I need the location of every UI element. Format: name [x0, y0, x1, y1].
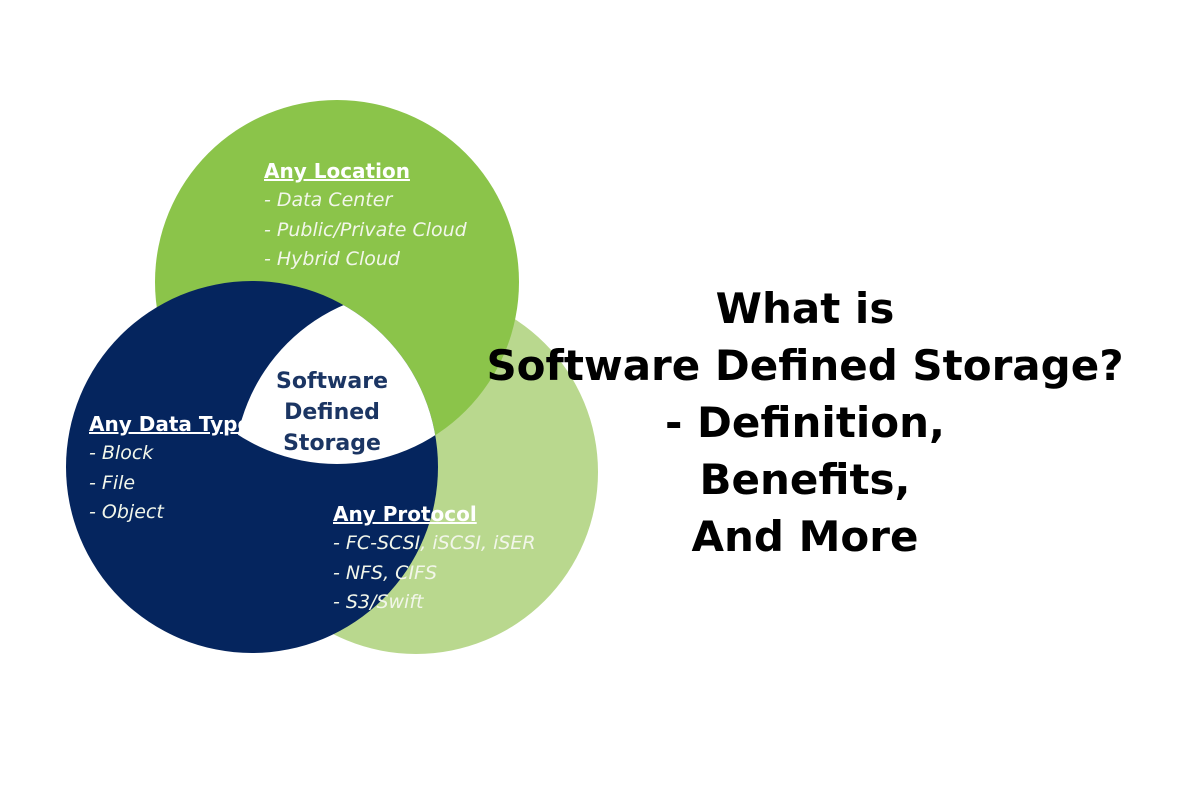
location-item: - Hybrid Cloud: [264, 248, 400, 270]
location-heading: Any Location: [264, 159, 410, 183]
location-item: - Public/Private Cloud: [264, 218, 467, 241]
headline-line: Benefits,: [699, 455, 911, 504]
headline-line: And More: [691, 512, 919, 561]
center-label-line: Defined: [284, 400, 380, 425]
data-type-item: - Object: [89, 501, 164, 523]
location-block: Any Location - Data Center - Public/Priv…: [264, 158, 467, 275]
protocol-item: - S3/Swift: [333, 591, 424, 613]
data-type-item: - File: [89, 471, 136, 494]
data-type-heading: Any Data Type: [89, 412, 252, 436]
location-item: - Data Center: [264, 189, 393, 211]
center-label-line: Software: [276, 369, 388, 394]
article-headline: What is Software Defined Storage? - Defi…: [470, 280, 1140, 565]
data-type-item: - Block: [89, 442, 154, 464]
headline-line: Software Defined Storage?: [486, 341, 1124, 390]
protocol-heading: Any Protocol: [333, 502, 477, 526]
center-label: Software Defined Storage: [252, 366, 412, 459]
protocol-item: - FC-SCSI, iSCSI, iSER: [333, 532, 536, 554]
protocol-item: - NFS, CIFS: [333, 561, 438, 584]
data-type-block: Any Data Type - Block - File - Object: [89, 411, 251, 528]
headline-line: What is: [715, 284, 895, 333]
center-label-line: Storage: [283, 431, 381, 456]
protocol-block: Any Protocol - FC-SCSI, iSCSI, iSER - NF…: [333, 501, 536, 618]
venn-diagram: [66, 100, 598, 654]
headline-line: - Definition,: [664, 398, 945, 447]
